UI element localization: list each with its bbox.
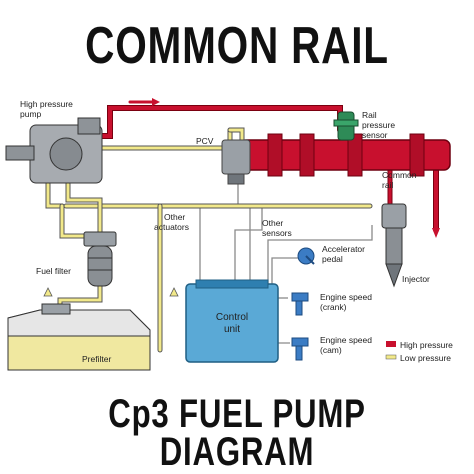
cam-label-2: (cam) — [320, 345, 342, 355]
other-sensors-label-1: Other — [262, 218, 283, 228]
fuel-filter — [83, 231, 117, 287]
hp-pump-label-2: pump — [20, 109, 42, 119]
rail-sensor-label-3: sensor — [362, 130, 388, 140]
other-actuators-label-2: actuators — [154, 222, 189, 232]
accelerator-label-1: Accelerator — [322, 244, 365, 254]
subtitle-line-1: Cp3 FUEL PUMP — [108, 392, 366, 436]
signal-wires — [199, 175, 373, 344]
diagram-labels: High pressure pump Rail pressure sensor … — [20, 99, 430, 364]
hp-pump-label-1: High pressure — [20, 99, 73, 109]
low-pressure-lines — [45, 127, 373, 353]
common-rail — [239, 133, 451, 177]
flow-arrows — [43, 287, 179, 297]
pcv-label: PCV — [196, 136, 214, 146]
page-title: COMMON RAIL — [85, 17, 389, 75]
fuel-filter-label: Fuel filter — [36, 266, 71, 276]
rail-sensor-label-1: Rail — [362, 110, 377, 120]
legend-low-label: Low pressure — [400, 353, 451, 363]
common-rail-label-1: Common — [382, 170, 417, 180]
control-unit-label-2: unit — [224, 324, 240, 335]
control-unit: Control unit — [185, 279, 279, 363]
subtitle-line-2: DIAGRAM — [159, 430, 315, 474]
accelerator-label-2: pedal — [322, 254, 343, 264]
accelerator-pedal — [297, 247, 315, 265]
crank-label-2: (crank) — [320, 302, 347, 312]
crank-label-1: Engine speed — [320, 292, 372, 302]
crank-speed-sensor — [291, 292, 309, 316]
cam-label-1: Engine speed — [320, 335, 372, 345]
pcv-valve — [221, 139, 251, 185]
cam-speed-sensor — [291, 337, 309, 361]
common-rail-label-2: rail — [382, 180, 393, 190]
legend-high-label: High pressure — [400, 340, 453, 350]
rail-pressure-sensor — [333, 111, 359, 141]
injector — [381, 203, 407, 288]
fuel-tank — [7, 303, 151, 371]
rail-sensor-label-2: pressure — [362, 120, 395, 130]
other-actuators-label-1: Other — [164, 212, 185, 222]
prefilter-label: Prefilter — [82, 354, 111, 364]
control-unit-label-1: Control — [216, 312, 248, 323]
injector-label: Injector — [402, 274, 430, 284]
high-pressure-pump — [5, 117, 103, 184]
other-sensors-label-2: sensors — [262, 228, 292, 238]
legend: High pressure Low pressure — [385, 340, 453, 363]
legend-high-swatch — [386, 341, 396, 347]
legend-low-swatch — [385, 354, 397, 360]
